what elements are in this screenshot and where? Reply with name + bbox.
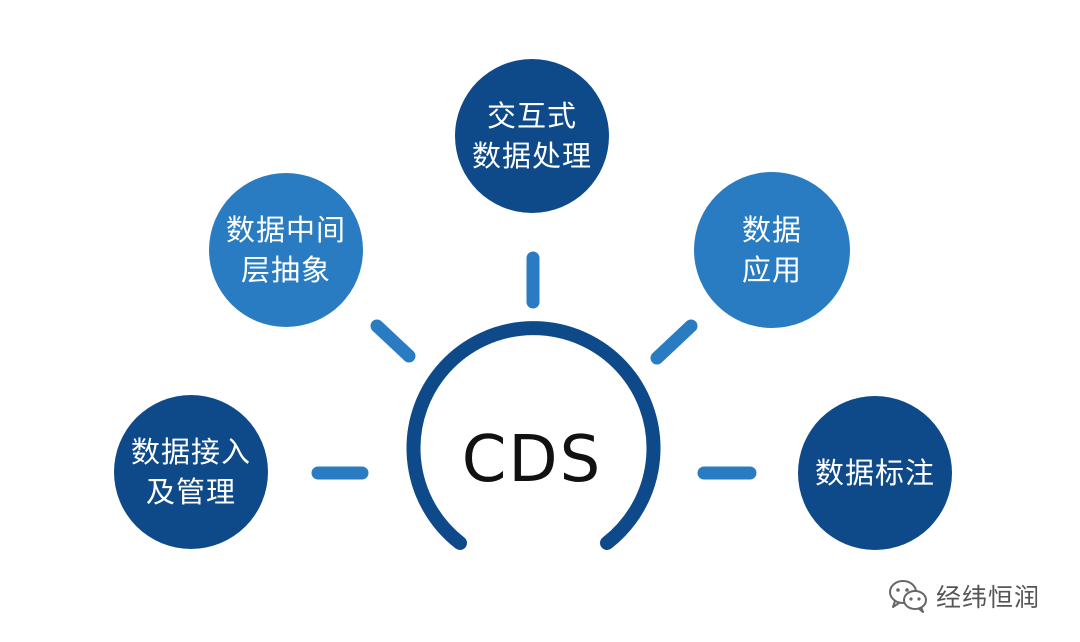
- node-label-line1: 数据接入: [130, 435, 251, 469]
- node-label-line2: 数据处理: [471, 139, 592, 173]
- node-label-line1: 数据标注: [814, 456, 935, 490]
- center-arc: [406, 321, 661, 550]
- watermark: 经纬恒润: [888, 576, 1040, 616]
- node-label-line1: 数据: [741, 213, 802, 247]
- node-label-line2: 及管理: [145, 475, 236, 509]
- node-data-annotation: 数据标注: [798, 396, 952, 550]
- wechat-icon: [889, 580, 927, 613]
- node-data-access-management: 数据接入 及管理: [114, 395, 268, 549]
- node-interactive-data-processing: 交互式 数据处理: [455, 59, 609, 213]
- node-label-line2: 层抽象: [240, 253, 331, 287]
- node-data-middle-layer: 数据中间 层抽象: [209, 173, 363, 327]
- node-data-application: 数据 应用: [694, 172, 850, 328]
- connector-upper-left: [370, 319, 416, 363]
- watermark-text: 经纬恒润: [936, 583, 1041, 612]
- node-label-line1: 数据中间: [225, 213, 346, 247]
- center-label: CDS: [461, 423, 603, 497]
- node-label-line1: 交互式: [486, 99, 577, 133]
- node-label-line2: 应用: [741, 253, 802, 287]
- connector-upper-right: [650, 319, 698, 365]
